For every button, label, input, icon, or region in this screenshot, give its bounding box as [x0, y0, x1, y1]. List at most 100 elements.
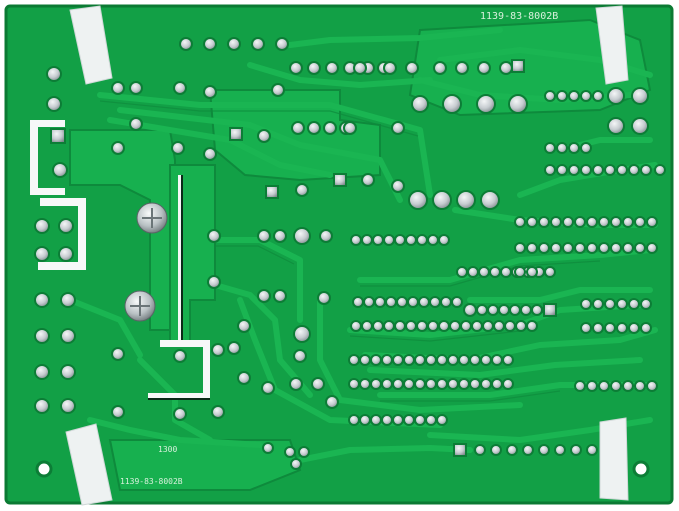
solder-pad	[616, 298, 628, 310]
solder-pad	[480, 378, 492, 390]
solder-pad	[607, 117, 625, 135]
square-solder-pad	[453, 443, 467, 457]
solder-pad	[442, 94, 462, 114]
solder-pad	[451, 296, 463, 308]
solder-pad	[348, 354, 360, 366]
solder-pad	[610, 242, 622, 254]
solder-pad	[489, 266, 501, 278]
solder-pad	[385, 296, 397, 308]
solder-pad	[257, 229, 271, 243]
solder-pad	[343, 121, 357, 135]
solder-pad	[34, 246, 50, 262]
solder-pad	[598, 216, 610, 228]
solder-pad	[407, 296, 419, 308]
solder-pad	[350, 320, 362, 332]
solder-pad	[381, 378, 393, 390]
solder-pad	[498, 304, 510, 316]
solder-pad	[531, 304, 543, 316]
solder-pad	[522, 444, 534, 456]
solder-pad	[262, 442, 274, 454]
solder-pad	[60, 364, 76, 380]
solder-pad	[295, 183, 309, 197]
solder-pad	[436, 378, 448, 390]
solder-pad	[58, 218, 74, 234]
solder-pad	[580, 142, 592, 154]
solder-pad	[478, 266, 490, 278]
solder-pad	[646, 216, 658, 228]
solder-pad	[237, 371, 251, 385]
solder-pad	[538, 216, 550, 228]
solder-pad	[460, 320, 472, 332]
solder-pad	[391, 179, 405, 193]
solder-pad	[574, 380, 586, 392]
solder-pad	[34, 398, 50, 414]
solder-pad	[568, 90, 580, 102]
solder-pad	[646, 380, 658, 392]
solder-pad	[610, 216, 622, 228]
solder-pad	[319, 229, 333, 243]
solder-pad	[568, 164, 580, 176]
screws	[124, 202, 168, 322]
solder-pad	[554, 444, 566, 456]
solder-pad	[391, 121, 405, 135]
solder-pad	[171, 141, 185, 155]
solder-pad	[604, 298, 616, 310]
solder-pad	[173, 407, 187, 421]
solder-pad	[370, 378, 382, 390]
solder-pad	[646, 242, 658, 254]
solder-pad	[574, 242, 586, 254]
solder-pad	[544, 90, 556, 102]
solder-pad	[477, 61, 491, 75]
board-cutout-dark-edges	[148, 175, 210, 400]
solder-pad	[325, 395, 339, 409]
solder-pad	[570, 444, 582, 456]
solder-pad	[273, 229, 287, 243]
solder-pad	[592, 322, 604, 334]
solder-pad	[538, 444, 550, 456]
solder-pad	[111, 347, 125, 361]
solder-pads	[34, 37, 666, 470]
solder-pad	[432, 190, 452, 210]
solder-pad	[480, 190, 500, 210]
solder-pad	[317, 291, 331, 305]
solder-pad	[556, 164, 568, 176]
solder-pad	[129, 117, 143, 131]
solder-pad	[414, 378, 426, 390]
solder-pad	[474, 444, 486, 456]
solder-pad	[607, 87, 625, 105]
solder-pad	[352, 296, 364, 308]
solder-pad	[622, 380, 634, 392]
solder-pad	[631, 87, 649, 105]
solder-pad	[289, 61, 303, 75]
solder-pad	[628, 322, 640, 334]
solder-pad	[396, 296, 408, 308]
solder-pad	[610, 380, 622, 392]
solder-pad	[34, 364, 50, 380]
solder-pad	[508, 94, 528, 114]
solder-pad	[438, 234, 450, 246]
solder-pad	[211, 405, 225, 419]
solder-pad	[616, 322, 628, 334]
solder-pad	[359, 354, 371, 366]
solder-pad	[506, 444, 518, 456]
solder-pad	[374, 296, 386, 308]
solder-pad	[580, 164, 592, 176]
solder-pad	[207, 275, 221, 289]
solder-pad	[502, 378, 514, 390]
solder-pad	[408, 190, 428, 210]
solder-pad	[467, 266, 479, 278]
part-number-top: 1139-83-8002B	[480, 11, 558, 22]
solder-pad	[429, 296, 441, 308]
solder-pad	[284, 446, 296, 458]
solder-pad	[526, 216, 538, 228]
solder-pad	[622, 242, 634, 254]
solder-pad	[348, 414, 360, 426]
solder-pad	[520, 304, 532, 316]
solder-pad	[544, 142, 556, 154]
solder-pad	[425, 378, 437, 390]
solder-pad	[550, 242, 562, 254]
solder-pad	[556, 142, 568, 154]
tape-top-left	[69, 5, 113, 85]
solder-pad	[634, 380, 646, 392]
solder-pad	[394, 320, 406, 332]
